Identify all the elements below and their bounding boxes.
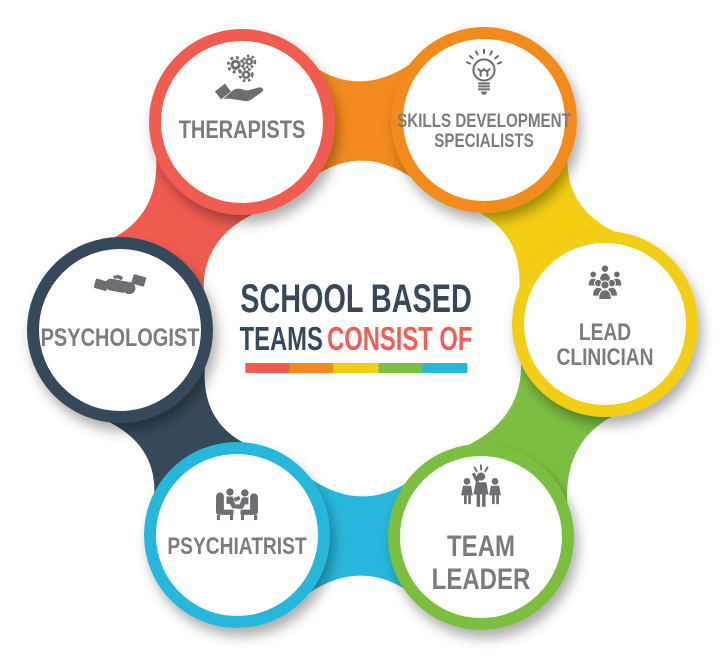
stripe-segment-1 [289,363,334,373]
node-label-team-leader-line2: LEADER [432,561,531,595]
title-teams: TEAMS [239,320,323,357]
node-label-lead-clinician-line1: LEAD [579,318,631,346]
node-label-team-leader-line1: TEAM [447,528,515,562]
node-label-psychiatrist: PSYCHIATRIST [167,532,307,560]
stripe-segment-2 [333,363,379,373]
node-label-skills-development-specialists-line2: SPECIALISTS [434,129,534,151]
stripe-segment-0 [245,363,290,373]
stripe-segment-3 [378,363,423,373]
node-label-skills-development-specialists-line1: SKILLS DEVELOPMENT [397,109,571,131]
title-consist-of: CONSIST OF [327,320,473,357]
color-stripe [245,363,468,373]
node-circle-team-leader [388,444,574,630]
node-label-lead-clinician-line2: CLINICIAN [556,343,653,371]
title-school-based: SCHOOL BASED [240,277,472,321]
node-circle-psychologist [27,237,213,423]
node-label-psychologist: PSYCHOLOGIST [41,324,200,352]
node-label-therapists: THERAPISTS [179,116,306,144]
node-circle-skills-development-specialists [391,27,577,213]
node-circle-lead-clinician [512,231,698,417]
node-circle-therapists [149,29,335,215]
stripe-segment-4 [422,363,468,373]
node-circle-psychiatrist [144,442,330,628]
